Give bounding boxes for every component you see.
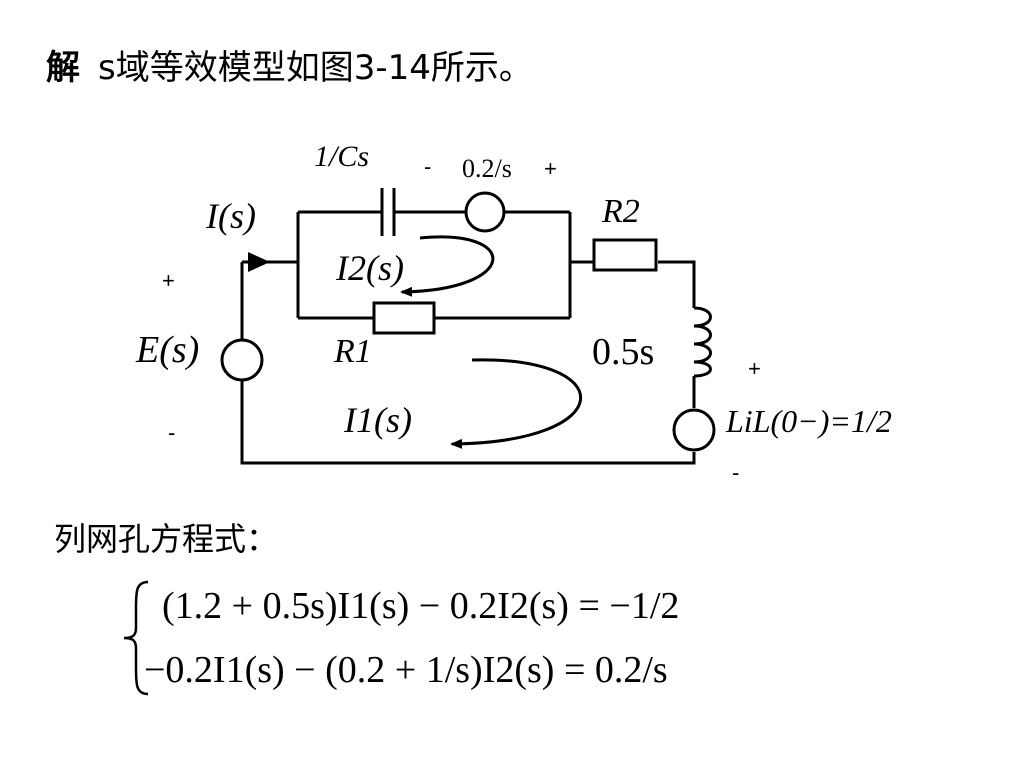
left-voltage-source bbox=[220, 338, 264, 382]
equation-2: −0.2I1(s) − (0.2 + 1/s)I2(s) = 0.2/s bbox=[144, 649, 668, 691]
wire-right-upper bbox=[658, 260, 696, 308]
top-source-minus: - bbox=[424, 154, 431, 179]
capacitor bbox=[380, 188, 396, 236]
source-left-minus: - bbox=[168, 420, 175, 445]
resistor-r1 bbox=[372, 301, 436, 335]
source-right-plus: + bbox=[748, 356, 761, 381]
source-left-label: E(s) bbox=[135, 329, 199, 371]
top-source-plus: + bbox=[544, 156, 557, 181]
heading-text: s域等效模型如图3-14所示。 bbox=[98, 48, 533, 88]
source-right-minus: - bbox=[732, 460, 739, 485]
capacitor-label: 1/Cs bbox=[314, 140, 369, 173]
loop1-arrow bbox=[450, 358, 583, 449]
equation-brace bbox=[123, 580, 149, 696]
current-loop1-label: I1(s) bbox=[343, 400, 412, 440]
heading: 解 s域等效模型如图3-14所示。 bbox=[46, 40, 533, 89]
inductor-label: 0.5s bbox=[592, 331, 654, 373]
source-right-label: LiL(0−)=1/2 bbox=[725, 403, 892, 439]
current-arrow bbox=[248, 252, 270, 272]
top-source-value: 0.2/s bbox=[462, 154, 512, 183]
right-voltage-source bbox=[672, 408, 716, 452]
wire-left-bottom bbox=[240, 380, 696, 465]
resistor1-label: R1 bbox=[333, 333, 372, 370]
source-left-plus: + bbox=[162, 268, 175, 293]
equations-title: 列网孔方程式： bbox=[54, 520, 279, 558]
inductor bbox=[693, 306, 712, 378]
solution-label: 解 bbox=[46, 48, 80, 88]
resistor-r2 bbox=[592, 238, 658, 272]
current-total-label: I(s) bbox=[205, 196, 256, 236]
current-loop2-label: I2(s) bbox=[335, 248, 404, 288]
top-voltage-source bbox=[464, 191, 506, 233]
resistor2-label: R2 bbox=[601, 193, 640, 230]
loop2-arrow bbox=[400, 235, 495, 297]
equation-1: (1.2 + 0.5s)I1(s) − 0.2I2(s) = −1/2 bbox=[162, 585, 680, 627]
